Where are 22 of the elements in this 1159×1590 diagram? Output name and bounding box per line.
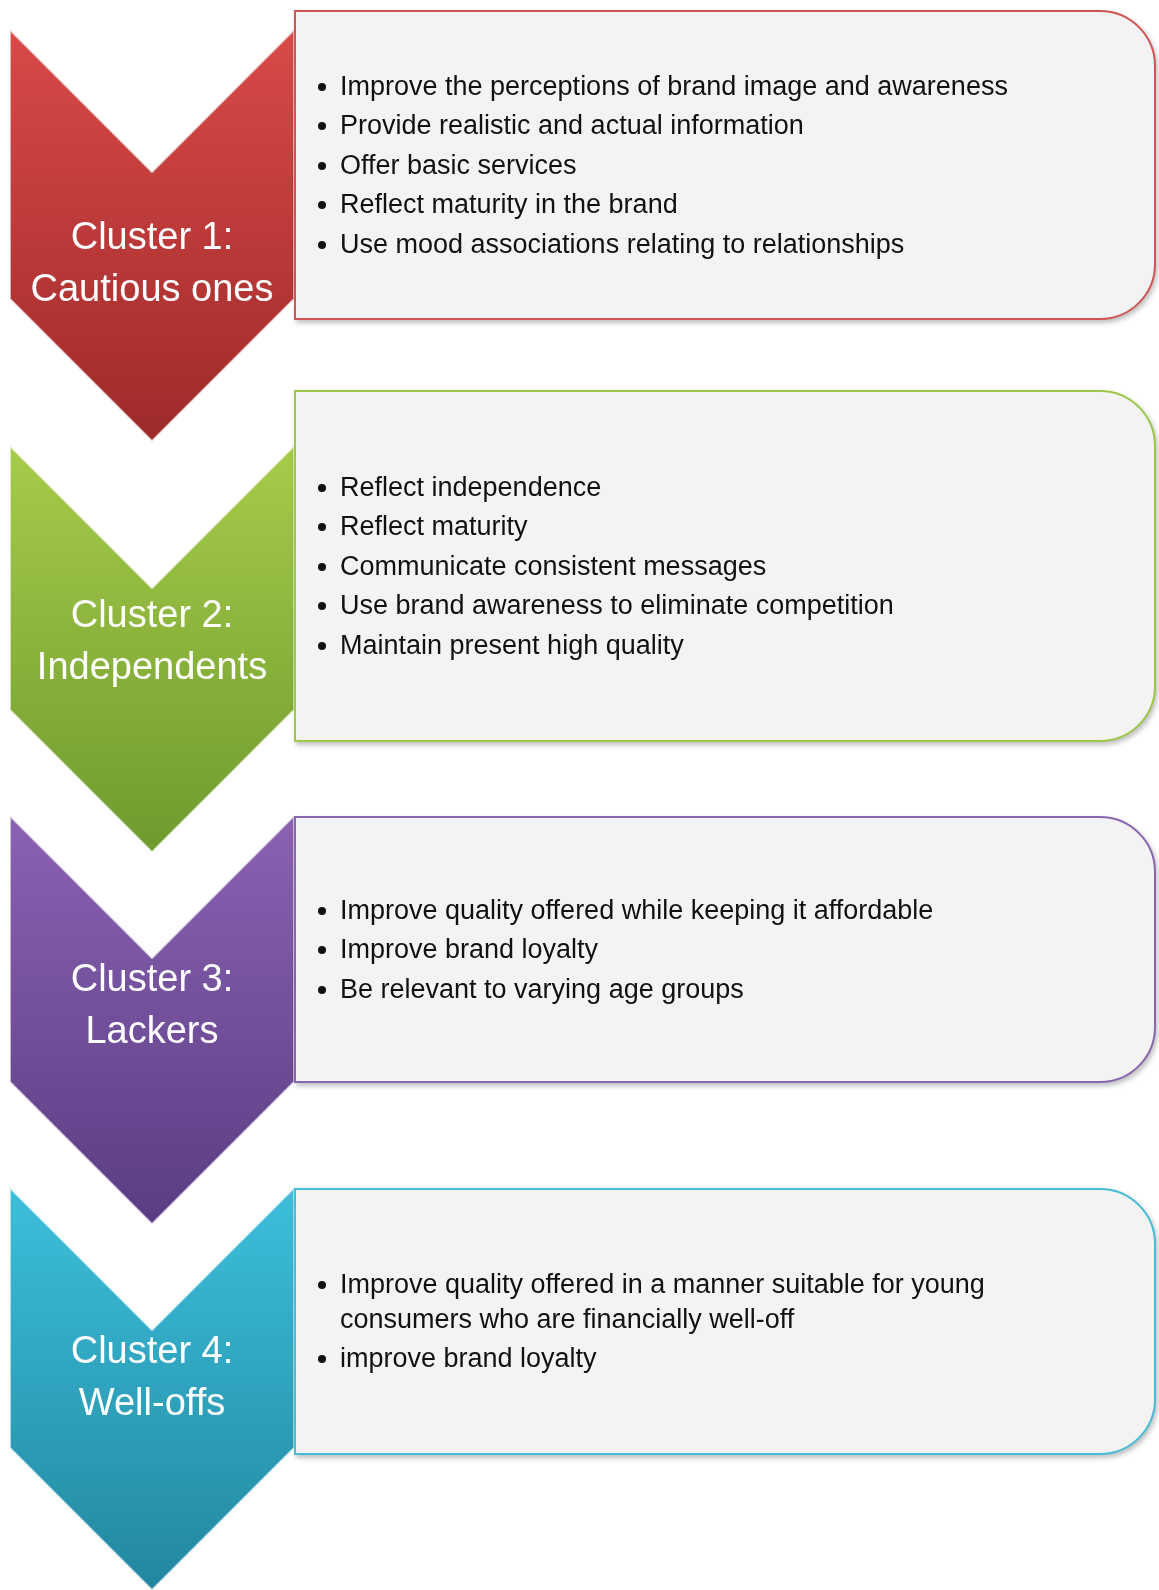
bullet-item: Be relevant to varying age groups xyxy=(340,973,744,1004)
bullet-item: Communicate consistent messages xyxy=(340,550,767,581)
strategy-panel xyxy=(294,390,1156,742)
cluster-title: Cluster 3: Lackers xyxy=(69,956,235,1053)
bullet-item: Reflect maturity in the brand xyxy=(340,189,678,219)
cluster-title: Cluster 2: Independents xyxy=(35,592,269,689)
strategy-panel xyxy=(294,10,1156,320)
cluster-title: Cluster 1: Cautious ones xyxy=(29,214,275,311)
bullet-item: Improve brand loyalty xyxy=(340,934,599,964)
bullet-item: Use mood associations relating to relationships xyxy=(340,228,905,259)
bullet-item: improve brand loyalty xyxy=(340,1343,597,1374)
strategy-panel xyxy=(294,1188,1156,1455)
bullet-item: Offer basic services xyxy=(340,149,577,180)
bullet-item: Maintain present high quality xyxy=(340,629,684,660)
bullet-item: Improve the perceptions of brand image and awareness xyxy=(340,70,1008,101)
bullet-item: Reflect independence xyxy=(340,471,602,502)
bullet-item: Use brand awareness to eliminate competition xyxy=(340,590,894,620)
bullet-item: Improve quality offered while keeping it affordable xyxy=(340,894,934,925)
bullet-item: Provide realistic and actual information xyxy=(340,110,804,140)
bullet-item: Reflect maturity xyxy=(340,511,528,541)
strategy-panel xyxy=(294,816,1156,1083)
cluster-title: Cluster 4: Well-offs xyxy=(69,1328,235,1425)
